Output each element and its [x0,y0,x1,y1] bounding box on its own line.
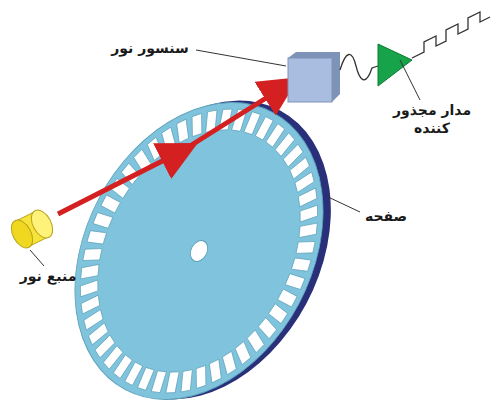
disk-slot [181,370,192,392]
leader-line [326,196,360,212]
leader-line [400,60,420,100]
disk-slot [300,205,318,222]
disk-slot [269,304,288,324]
leader-line [196,50,286,66]
disk-slot [196,365,206,388]
disk-slot [291,258,311,271]
disk [25,59,372,400]
disk-slot [177,119,189,143]
squaring-circuit [378,44,412,86]
light-beam [58,152,180,214]
disk-slot [298,188,317,207]
disk-slot [166,372,179,393]
disk-slot [147,137,163,160]
disk-slot [296,241,315,253]
disk-slot [244,112,261,135]
disk-slot [162,127,176,151]
disk-slot [209,359,221,383]
disk-slot [101,195,121,213]
disk-slot [87,231,107,244]
disk-slot [151,371,166,393]
disk-slot [222,351,236,375]
disk-slot [81,264,99,278]
hub-hole [187,238,211,265]
disk-slot [285,274,305,290]
circuit-label: مدار مجذور کننده [389,102,475,137]
light-source [7,207,57,252]
disk-slot [84,309,103,330]
disk-slots [33,68,365,400]
disk-slot [80,280,98,297]
light-beam [182,88,282,151]
disk-slot [81,295,100,314]
disk-slot [278,289,298,307]
disk-slot [258,317,276,338]
disk-label: صفحه [365,208,407,226]
disk-slot [299,223,317,237]
disk-slot [295,172,314,193]
disk-slot [83,249,102,261]
square-signal [412,12,490,58]
disk-slot [93,213,113,229]
source-label: منبع نور [20,268,77,286]
sensor-label: سنسور نور [111,40,189,58]
leader-line [30,250,44,266]
disk-slot [247,330,264,353]
disk-slot [192,113,202,136]
disk-slot [235,341,251,364]
analog-signal [340,54,378,79]
light-sensor [288,52,340,102]
